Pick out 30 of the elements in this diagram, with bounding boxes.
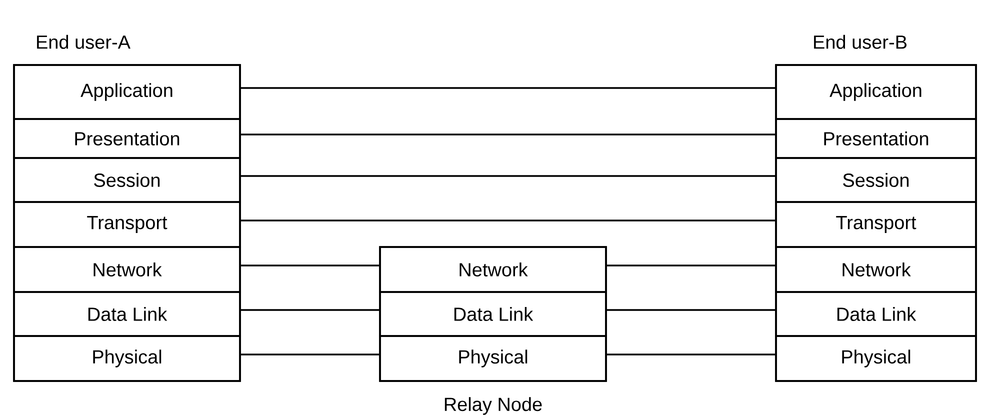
layer-box: Network (13, 246, 241, 293)
connection-line (606, 354, 776, 356)
layer-box: Data Link (775, 291, 977, 337)
connection-line (240, 175, 776, 177)
connection-line (240, 220, 776, 222)
connection-line (240, 264, 380, 266)
layer-box: Application (775, 64, 977, 120)
connection-line (606, 264, 776, 266)
layer-box: Data Link (13, 291, 241, 337)
layer-box: Physical (379, 335, 607, 382)
layer-box: Session (13, 157, 241, 203)
layer-box: Presentation (13, 118, 241, 159)
node-label: End user-B (814, 34, 906, 49)
layer-box: Session (775, 157, 977, 203)
layer-box: Data Link (379, 291, 607, 337)
layer-box: Transport (13, 201, 241, 248)
node-label: Relay Node (444, 397, 542, 415)
connection-line (240, 134, 776, 136)
connection-line (240, 87, 776, 89)
layer-box: Presentation (775, 118, 977, 159)
layer-box: Network (379, 246, 607, 293)
connection-line (240, 354, 380, 356)
connection-line (240, 309, 380, 311)
connection-line (606, 309, 776, 311)
layer-box: Physical (13, 335, 241, 382)
node-label: End user-A (37, 34, 130, 49)
layer-box: Application (13, 64, 241, 120)
layer-box: Network (775, 246, 977, 293)
layer-box: Physical (775, 335, 977, 382)
layer-box: Transport (775, 201, 977, 248)
